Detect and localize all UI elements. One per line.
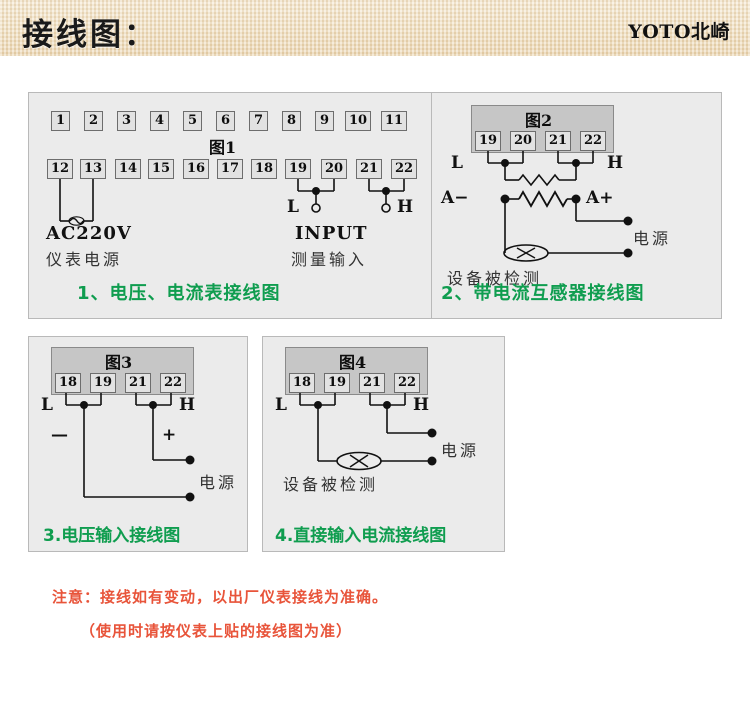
page-title: 接线图： xyxy=(22,17,158,53)
figure-label-1: 图1 xyxy=(209,138,237,157)
terminal-10: 10 xyxy=(345,111,371,131)
panel-top-row: 1 2 3 4 5 6 7 8 9 10 11 图1 12 13 14 15 1… xyxy=(28,92,722,319)
brand-logo: YOTO北崎 xyxy=(628,21,730,43)
terminal-20: 20 xyxy=(321,159,347,179)
panel2-source-label: 电源 xyxy=(633,229,672,248)
panel2-mark-a-plus: A+ xyxy=(586,188,614,208)
terminal-4: 4 xyxy=(150,111,169,131)
panel3-mark-H: H xyxy=(179,395,196,415)
panel4-caption: 4.直接输入电流接线图 xyxy=(275,526,447,546)
terminal-7: 7 xyxy=(249,111,268,131)
ac-power-wiring xyxy=(59,179,94,226)
panel2-terminal-21: 21 xyxy=(545,131,571,151)
terminal-14: 14 xyxy=(115,159,141,179)
terminal-18: 18 xyxy=(251,159,277,179)
panel4-terminal-18: 18 xyxy=(289,373,315,393)
panel1-caption: 1、电压、电流表接线图 xyxy=(77,283,281,304)
panel2-terminal-19: 19 xyxy=(475,131,501,151)
terminal-19: 19 xyxy=(285,159,311,179)
terminal-3: 3 xyxy=(117,111,136,131)
terminal-9: 9 xyxy=(315,111,334,131)
page-header-banner: 接线图： YOTO北崎 xyxy=(0,0,750,58)
panel4-source-label: 电源 xyxy=(441,441,480,460)
note-line-1: 注意：接线如有变动，以出厂仪表接线为准确。 xyxy=(52,588,389,606)
figure-label-3: 图3 xyxy=(105,353,133,372)
terminal-12: 12 xyxy=(47,159,73,179)
panel-figure4: 图4 18 19 21 22 L H 电源 设备被检测 4.直接输入电流接线图 xyxy=(262,336,505,552)
terminal-5: 5 xyxy=(183,111,202,131)
panel4-mark-H: H xyxy=(413,395,430,415)
terminal-2: 2 xyxy=(84,111,103,131)
panel2-terminal-20: 20 xyxy=(510,131,536,151)
ac-power-label-en: AC220V xyxy=(46,223,132,244)
terminal-21: 21 xyxy=(356,159,382,179)
panel3-mark-minus: — xyxy=(51,425,68,445)
panel4-terminal-19: 19 xyxy=(324,373,350,393)
panel2-mark-L: L xyxy=(451,153,463,173)
terminal-22: 22 xyxy=(391,159,417,179)
panel3-source-label: 电源 xyxy=(199,473,238,492)
terminal-11: 11 xyxy=(381,111,407,131)
input-wiring xyxy=(297,179,405,213)
panel-figure3: 图3 18 19 21 22 L H — + 电源 3.电压输入接线图 xyxy=(28,336,248,552)
panel-divider xyxy=(431,93,432,318)
panel3-mark-L: L xyxy=(41,395,53,415)
terminal-16: 16 xyxy=(183,159,209,179)
panel2-mark-a-minus: A− xyxy=(441,188,469,208)
panel2-wiring xyxy=(487,151,633,262)
panel2-device-label: 设备被检测 xyxy=(447,269,543,288)
panel3-caption: 3.电压输入接线图 xyxy=(43,526,181,546)
figure-label-4: 图4 xyxy=(339,353,367,372)
panel3-terminal-21: 21 xyxy=(125,373,151,393)
panel2-terminal-22: 22 xyxy=(580,131,606,151)
terminal-15: 15 xyxy=(148,159,174,179)
terminal-13: 13 xyxy=(80,159,106,179)
input-label-cn: 测量输入 xyxy=(291,250,368,269)
panel1-mark-L: L xyxy=(287,197,299,217)
panel3-terminal-22: 22 xyxy=(160,373,186,393)
terminal-17: 17 xyxy=(217,159,243,179)
panel2-mark-H: H xyxy=(607,153,624,173)
panel3-wiring xyxy=(65,393,195,502)
panel1-mark-H: H xyxy=(397,197,414,217)
terminal-1: 1 xyxy=(51,111,70,131)
terminal-6: 6 xyxy=(216,111,235,131)
figure-label-2: 图2 xyxy=(525,111,553,130)
ac-power-label-cn: 仪表电源 xyxy=(46,250,123,269)
panel3-terminal-19: 19 xyxy=(90,373,116,393)
panel4-terminal-22: 22 xyxy=(394,373,420,393)
panel4-device-label: 设备被检测 xyxy=(283,475,379,494)
input-label-en: INPUT xyxy=(295,223,368,244)
panel4-wiring xyxy=(299,393,437,471)
panel3-terminal-18: 18 xyxy=(55,373,81,393)
panel2-caption: 2、带电流互感器接线图 xyxy=(441,283,645,304)
panel3-mark-plus: + xyxy=(162,425,177,445)
note-line-2: （使用时请按仪表上贴的接线图为准） xyxy=(80,622,353,640)
terminal-8: 8 xyxy=(282,111,301,131)
panel4-mark-L: L xyxy=(275,395,287,415)
panel4-terminal-21: 21 xyxy=(359,373,385,393)
